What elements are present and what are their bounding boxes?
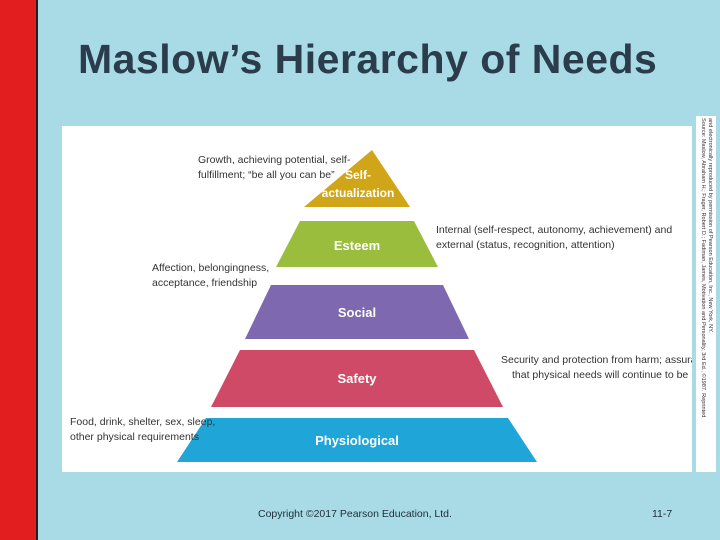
left-accent-bar [0,0,38,540]
copyright-footer: Copyright ©2017 Pearson Education, Ltd. [258,508,452,520]
note-esteem-2: external (status, recognition, attention… [436,239,615,251]
level-physiological-label: Physiological [315,433,399,448]
note-safety-1: Security and protection from harm; assur… [501,354,692,366]
note-social-2: acceptance, friendship [152,277,257,289]
level-safety-label: Safety [337,371,377,386]
page-number: 11-7 [652,508,673,520]
level-self-actualization-label-2: actualization [322,186,395,200]
note-self-actualization-2: fulfillment; “be all you can be” [198,169,335,181]
note-self-actualization-1: Growth, achieving potential, self- [198,154,351,166]
level-physiological [177,418,537,462]
note-social-1: Affection, belongingness, [152,262,269,274]
note-esteem-1: Internal (self-respect, autonomy, achiev… [436,224,672,236]
level-esteem-label: Esteem [334,238,380,253]
level-esteem [276,221,438,267]
note-physiological-1: Food, drink, shelter, sex, sleep, [70,416,215,428]
pyramid-figure: Self- actualization Esteem Social Safety… [62,126,692,472]
level-social [245,285,469,339]
source-credit: Source: Maslow, Abraham H.; Frager, Robe… [696,116,716,472]
level-self-actualization-label-1: Self- [345,168,371,182]
note-safety-2: that physical needs will continue to be … [512,369,692,381]
source-credit-line-2: and electronically reproduced by permiss… [707,118,713,333]
source-credit-svg: Source: Maslow, Abraham H.; Frager, Robe… [700,118,713,417]
level-self-actualization [304,150,410,207]
level-safety [211,350,503,407]
level-social-label: Social [338,305,376,320]
source-credit-line-1: Source: Maslow, Abraham H.; Frager, Robe… [700,118,707,417]
pyramid-svg: Self- actualization Esteem Social Safety… [70,150,692,462]
note-physiological-2: other physical requirements [70,431,199,443]
slide-title: Maslow’s Hierarchy of Needs [78,36,658,82]
